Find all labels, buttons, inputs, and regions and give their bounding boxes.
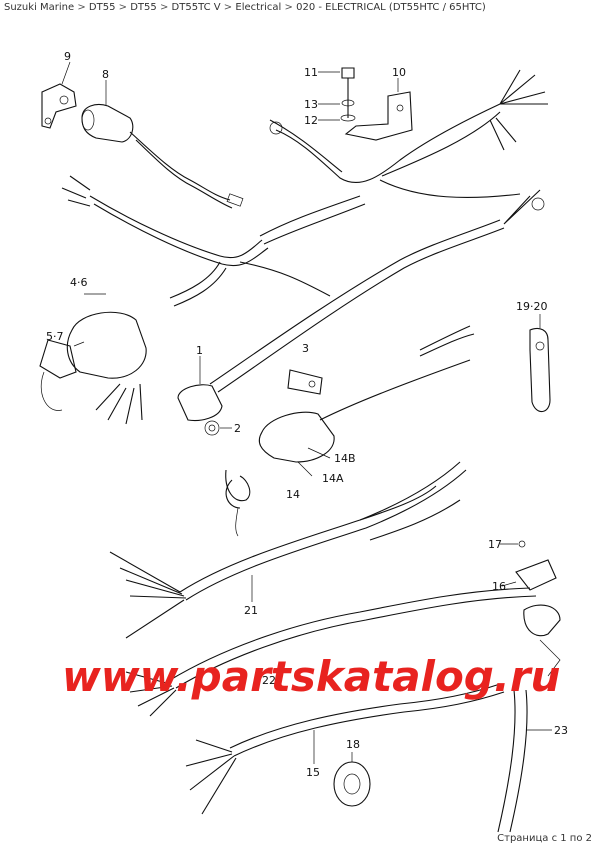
callout-23[interactable]: 23 — [554, 724, 568, 737]
callout-21[interactable]: 21 — [244, 604, 258, 617]
part-14-coil — [225, 359, 471, 537]
callout-19-20[interactable]: 19·20 — [516, 300, 548, 313]
page-counter: Страница с 1 по 2 — [497, 833, 592, 844]
callout-1[interactable]: 1 — [196, 344, 203, 357]
callout-13[interactable]: 13 — [304, 98, 318, 111]
part-8-switch — [81, 80, 244, 209]
callout-9[interactable]: 9 — [64, 50, 71, 63]
callout-22[interactable]: 22 — [262, 674, 276, 687]
breadcrumb-item-series[interactable]: DT55 — [130, 2, 157, 13]
part-22-harness — [125, 587, 561, 717]
part-21-harness — [109, 461, 467, 639]
breadcrumb-separator: > — [284, 2, 293, 13]
breadcrumb-item-category[interactable]: Electrical — [235, 2, 282, 13]
breadcrumb: Suzuki Marine > DT55 > DT55 > DT55TC V >… — [4, 2, 486, 13]
part-3-label-plate — [287, 369, 323, 395]
callout-4-6[interactable]: 4·6 — [70, 276, 88, 289]
callout-18[interactable]: 18 — [346, 738, 360, 751]
callout-17[interactable]: 17 — [488, 538, 502, 551]
part-9-bracket — [41, 61, 77, 129]
callout-11[interactable]: 11 — [304, 66, 318, 79]
breadcrumb-separator: > — [223, 2, 233, 13]
part-23-spiral-tube — [497, 689, 552, 833]
callout-5-7[interactable]: 5·7 — [46, 330, 64, 343]
callout-10[interactable]: 10 — [392, 66, 406, 79]
left-wiring-harness — [61, 175, 331, 307]
callout-14[interactable]: 14 — [286, 488, 300, 501]
breadcrumb-item-brand[interactable]: Suzuki Marine — [4, 2, 75, 13]
breadcrumb-item-variant[interactable]: DT55TC V — [171, 2, 221, 13]
breadcrumb-separator: > — [77, 2, 86, 13]
callout-16[interactable]: 16 — [492, 580, 506, 593]
callout-2[interactable]: 2 — [234, 422, 241, 435]
watermark-text: www.partskatalog.ru — [62, 652, 561, 701]
part-19-20-strap — [529, 314, 551, 413]
breadcrumb-separator: > — [159, 2, 169, 13]
callout-14a[interactable]: 14A — [322, 472, 344, 485]
parts-10-13-hardware — [318, 67, 413, 141]
callout-12[interactable]: 12 — [304, 114, 318, 127]
part-4-ignition-switch — [39, 293, 147, 425]
callout-14b[interactable]: 14B — [334, 452, 356, 465]
top-wiring-harness — [259, 69, 548, 245]
callout-3[interactable]: 3 — [302, 342, 309, 355]
breadcrumb-separator: > — [118, 2, 128, 13]
breadcrumb-item-model[interactable]: DT55 — [88, 2, 116, 13]
breadcrumb-item-current: 020 - ELECTRICAL (DT55HTC / 65HTC) — [296, 2, 486, 13]
callout-15[interactable]: 15 — [306, 766, 320, 779]
part-15-harness — [185, 683, 505, 815]
middle-wiring-harness — [209, 189, 541, 393]
parts-1-2 — [177, 356, 232, 436]
parts-16-17 — [500, 540, 557, 591]
part-18-grommet — [333, 752, 371, 807]
callout-8[interactable]: 8 — [102, 68, 109, 81]
